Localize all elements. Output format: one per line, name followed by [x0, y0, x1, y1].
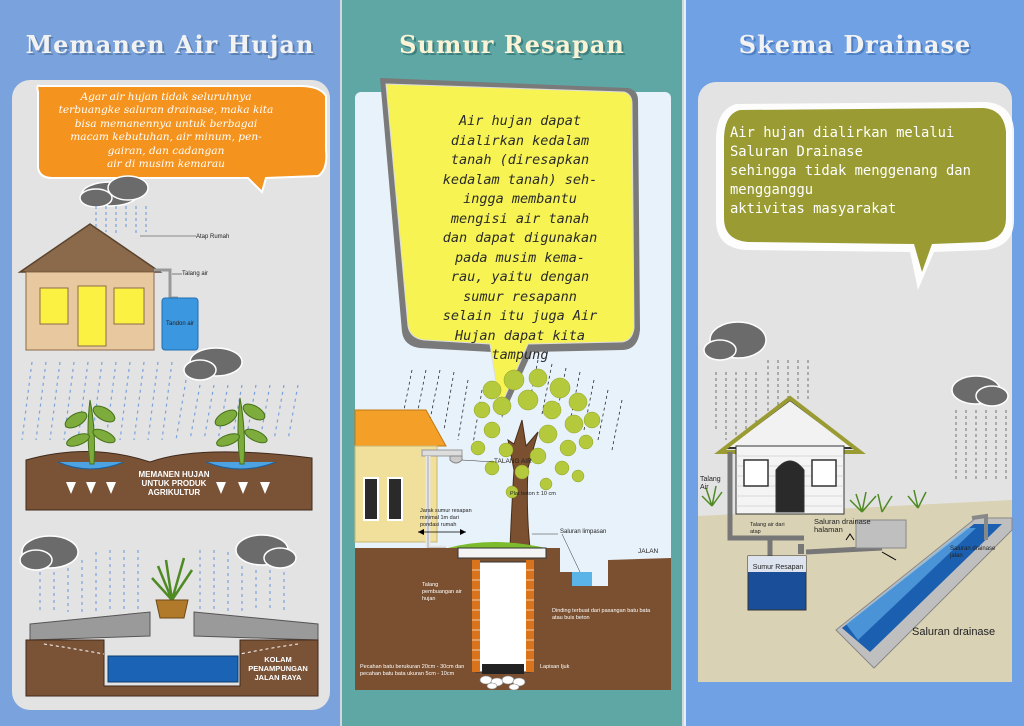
- water-pool: [57, 461, 125, 470]
- cloud-icon: [235, 534, 297, 569]
- cloud-icon: [79, 175, 149, 208]
- window-icon: [39, 287, 69, 325]
- label-overflow: Saluran limpasan: [560, 529, 607, 535]
- label-gutter: TALANG AIR: [494, 458, 532, 465]
- label-main-channel: Saluran drainase: [912, 626, 996, 638]
- soil-layer: [25, 639, 319, 697]
- concrete-plate: [457, 547, 547, 559]
- panel-title: Memanen Air Hujan: [25, 30, 315, 59]
- label-plate: Plat beton ± 10 cm: [510, 491, 556, 497]
- label-roof-gutter: Talang Air: [700, 476, 721, 491]
- cloud-icon: [951, 375, 1009, 407]
- label-yard-channel: Saluran drainase halaman: [814, 517, 871, 534]
- label-well: Sumur Resapan: [752, 564, 804, 571]
- panel-harvest: Memanen Air Hujan: [0, 0, 340, 726]
- gutter-pipe: [727, 452, 773, 560]
- drainage-illustration: [698, 102, 1014, 682]
- speech-bubble-text: Air hujan dialirkan melalui Saluran Drai…: [730, 125, 971, 217]
- drainage-channel-water: [842, 524, 1002, 652]
- speech-bubble-text: Agar air hujan tidak seluruhnya terbuang…: [58, 91, 274, 171]
- rain-lines: [21, 361, 299, 441]
- rain-lines: [95, 206, 147, 236]
- panel-well: Sumur Resapan: [342, 0, 682, 726]
- label-farm: MEMANEN HUJAN UNTUK PRODUK AGRIKULTUR: [138, 470, 210, 497]
- well-illustration: [354, 78, 671, 691]
- roof-shape: [723, 398, 857, 449]
- plant-icon: [214, 397, 268, 465]
- fiber-layer: [482, 664, 524, 674]
- label-distance: Jarak sumur resapan minimal 1m dari pond…: [420, 508, 472, 528]
- label-roof-gutter-2: Talang air dari atap: [750, 522, 785, 535]
- cloud-icon: [183, 347, 243, 381]
- pond-water: [107, 655, 239, 683]
- label-pond: KOLAM PENAMPUNGAN JALAN RAYA: [248, 655, 308, 682]
- cloud-icon: [19, 535, 79, 571]
- rain-lines: [715, 360, 1007, 480]
- speech-bubble: [385, 83, 635, 410]
- plant-icon: [64, 399, 116, 465]
- water-pool: [205, 461, 277, 470]
- label-tank: Tandon air: [166, 321, 195, 327]
- speech-bubble-text: Air hujan dapat dialirkan kedalam tanah …: [442, 113, 598, 363]
- roof-shape: [17, 223, 163, 273]
- plant-icon: [701, 485, 927, 513]
- window-icon: [363, 477, 379, 521]
- label-gutter: Talang air: [182, 271, 209, 277]
- label-road-channel: Saluran drainase jalan: [950, 546, 996, 559]
- panel-title: Skema Drainase: [738, 30, 972, 59]
- panel-drainage: Skema Drainase: [684, 0, 1024, 726]
- brick-wall: [472, 560, 534, 672]
- speech-bubble: [36, 84, 328, 194]
- label-gravel: Pecahan batu berukuran 20cm - 30cm dan p…: [360, 664, 465, 677]
- harvest-illustration: [17, 84, 328, 697]
- door-icon: [775, 460, 805, 513]
- road-surface: [193, 611, 319, 641]
- tree-leaves: [470, 368, 601, 499]
- well-shaft: [475, 561, 531, 673]
- speech-bubble: [724, 108, 1006, 272]
- potted-plant-icon: [151, 557, 194, 619]
- label-pipe: Talang pembuangan air hujan: [422, 582, 462, 602]
- gravel-layer: [479, 675, 526, 691]
- water-tank-icon: [161, 297, 199, 351]
- label-wall: Dinding terbuat dari pasangan batu bata …: [552, 608, 651, 621]
- label-fiber: Lapisan Ijuk: [540, 664, 570, 670]
- window-icon: [743, 459, 769, 487]
- tree-trunk: [507, 419, 539, 549]
- arrow-down-icon: [66, 482, 270, 494]
- grass-mound: [448, 542, 546, 548]
- window-icon: [113, 287, 145, 325]
- label-roof: Atap Rumah: [196, 234, 230, 240]
- window-icon: [387, 477, 403, 521]
- gutter-pipe: [449, 455, 463, 464]
- rain-lines: [39, 550, 285, 612]
- door-icon: [77, 285, 107, 347]
- roof-shape: [354, 409, 447, 447]
- ground-surface: [698, 500, 1012, 682]
- window-icon: [811, 459, 837, 487]
- overflow-water: [572, 572, 592, 586]
- label-road: JALAN: [638, 548, 659, 555]
- road-surface: [29, 611, 151, 641]
- yard-pipe: [805, 545, 883, 555]
- cloud-icon: [703, 321, 767, 361]
- panel-title: Sumur Resapan: [399, 30, 625, 59]
